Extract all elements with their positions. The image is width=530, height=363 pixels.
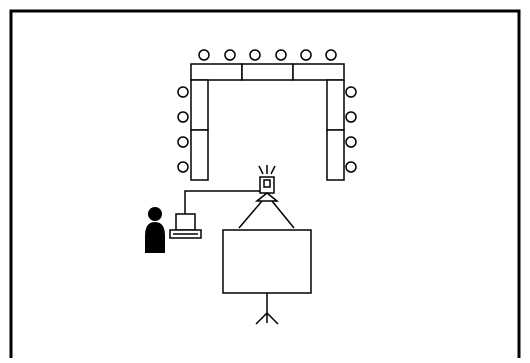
table-segment — [326, 79, 345, 131]
screen-on-tripod-icon — [222, 229, 312, 325]
chair-icon — [249, 49, 261, 61]
chair-icon — [325, 49, 337, 61]
chair-icon — [198, 49, 210, 61]
connection-cable — [184, 190, 260, 214]
chair-icon — [224, 49, 236, 61]
chairs-left — [177, 86, 189, 173]
table-segment — [326, 129, 345, 181]
chair-icon — [177, 161, 189, 173]
chair-icon — [345, 136, 357, 148]
chair-icon — [300, 49, 312, 61]
chair-icon — [345, 111, 357, 123]
chair-icon — [177, 111, 189, 123]
projection-screen — [222, 229, 312, 294]
chair-icon — [345, 161, 357, 173]
chair-icon — [345, 86, 357, 98]
table-top-row — [190, 63, 345, 81]
chair-icon — [177, 136, 189, 148]
table-left-column — [190, 79, 209, 181]
chairs — [177, 49, 357, 173]
table-right-column — [326, 79, 345, 181]
laptop-icon — [169, 213, 202, 239]
projector-icon — [238, 165, 295, 229]
table-segment — [241, 63, 294, 81]
chairs-right — [345, 86, 357, 173]
room-frame — [9, 9, 521, 363]
table-segment — [190, 63, 243, 81]
chair-icon — [177, 86, 189, 98]
chair-icon — [275, 49, 287, 61]
table-segment — [190, 79, 209, 131]
person-icon — [145, 207, 165, 253]
chairs-top — [198, 49, 337, 61]
conference-table — [190, 63, 345, 181]
table-segment — [292, 63, 345, 81]
table-segment — [190, 129, 209, 181]
